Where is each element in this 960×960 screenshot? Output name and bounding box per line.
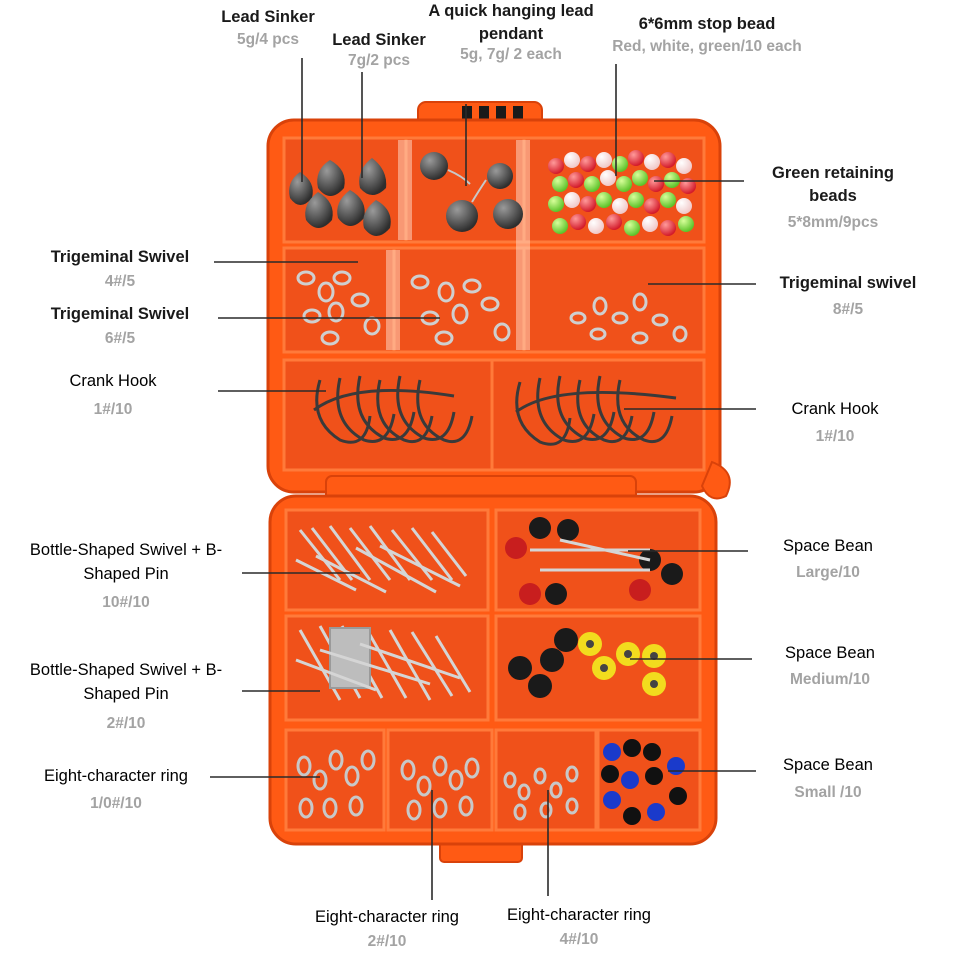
- space-beans-medium: [508, 628, 666, 698]
- bottle-swivels: [295, 525, 472, 701]
- eight-character-rings: [296, 749, 579, 821]
- label-spec: 2#/10: [106, 715, 146, 732]
- label-spec: 10#/10: [102, 594, 150, 611]
- label-stop-bead: 6*6mm stop bead Red, white, green/10 eac…: [592, 15, 822, 56]
- stop-beads: [548, 150, 696, 236]
- label-bottle-swivel-2: Bottle-Shaped Swivel + B-Shaped Pin 2#/1…: [28, 658, 224, 733]
- label-space-bean-medium: Space Bean Medium/10: [770, 644, 890, 689]
- label-spec: 5g/4 pcs: [236, 30, 300, 48]
- label-spec: Large/10: [796, 563, 860, 581]
- label-spec: Medium/10: [789, 670, 871, 688]
- label-space-bean-large: Space Bean Large/10: [768, 537, 888, 582]
- label-trigeminal-swivel-4: Trigeminal Swivel 4#/5: [30, 248, 210, 291]
- label-crank-hook-left: Crank Hook 1#/10: [48, 372, 178, 419]
- label-space-bean-small: Space Bean Small /10: [768, 756, 888, 802]
- label-spec: 4#/10: [559, 930, 599, 948]
- label-trigeminal-swivel-6: Trigeminal Swivel 6#/5: [30, 305, 210, 348]
- label-eight-ring-2: Eight-character ring 2#/10: [296, 908, 478, 951]
- label-title: Trigeminal swivel: [779, 274, 917, 292]
- label-title: Trigeminal Swivel: [50, 305, 190, 323]
- label-title: Eight-character ring: [44, 767, 188, 785]
- leader-lines: [210, 58, 756, 900]
- label-spec: 6#/5: [104, 329, 136, 347]
- label-title: Space Bean: [785, 644, 875, 662]
- upper-tray: [266, 101, 731, 500]
- label-title: A quick hanging lead pendant: [428, 2, 594, 43]
- label-spec: 4#/5: [104, 272, 136, 290]
- label-spec: 1#/10: [93, 400, 133, 418]
- label-spec: 8#/5: [832, 300, 864, 318]
- label-title: Crank Hook: [791, 400, 879, 418]
- label-title: Eight-character ring: [507, 906, 651, 924]
- label-crank-hook-right: Crank Hook 1#/10: [770, 400, 900, 446]
- label-bottle-swivel-10: Bottle-Shaped Swivel + B-Shaped Pin 10#/…: [28, 538, 224, 612]
- lead-sinkers: [289, 158, 391, 236]
- label-eight-ring-10: Eight-character ring 1/0#/10: [28, 767, 204, 813]
- label-title: Space Bean: [783, 756, 873, 774]
- label-spec: 1#/10: [815, 427, 855, 445]
- label-spec: 5*8mm/9pcs: [787, 214, 879, 231]
- label-lead-pendant: A quick hanging lead pendant 5g, 7g/ 2 e…: [426, 0, 596, 64]
- label-title: Lead Sinker: [332, 31, 426, 49]
- label-spec: Red, white, green/10 each: [612, 37, 802, 55]
- label-title: 6*6mm stop bead: [638, 15, 776, 33]
- label-lead-sinker-7g: Lead Sinker 7g/2 pcs: [314, 31, 444, 70]
- label-spec: 5g, 7g/ 2 each: [460, 46, 562, 63]
- space-beans-large: [505, 517, 683, 605]
- label-title: Crank Hook: [69, 372, 157, 390]
- label-title: Green retaining beads: [772, 164, 894, 205]
- label-trigeminal-swivel-8: Trigeminal swivel 8#/5: [756, 274, 940, 319]
- label-spec: 7g/2 pcs: [347, 51, 411, 69]
- label-spec: Small /10: [794, 783, 862, 801]
- label-green-beads: Green retaining beads 5*8mm/9pcs: [748, 162, 918, 232]
- crank-hooks: [313, 375, 677, 446]
- label-title: Lead Sinker: [221, 8, 315, 26]
- label-title: Bottle-Shaped Swivel + B-Shaped Pin: [29, 661, 223, 703]
- lead-pendants: [420, 152, 523, 232]
- trigeminal-swivels: [296, 270, 688, 346]
- label-title: Bottle-Shaped Swivel + B-Shaped Pin: [29, 541, 223, 583]
- label-title: Eight-character ring: [315, 908, 459, 926]
- label-lead-sinker-5g: Lead Sinker 5g/4 pcs: [206, 8, 330, 49]
- label-title: Trigeminal Swivel: [50, 248, 190, 266]
- label-title: Space Bean: [783, 537, 873, 555]
- label-eight-ring-4: Eight-character ring 4#/10: [488, 906, 670, 949]
- label-spec: 1/0#/10: [90, 794, 142, 812]
- label-spec: 2#/10: [367, 932, 407, 950]
